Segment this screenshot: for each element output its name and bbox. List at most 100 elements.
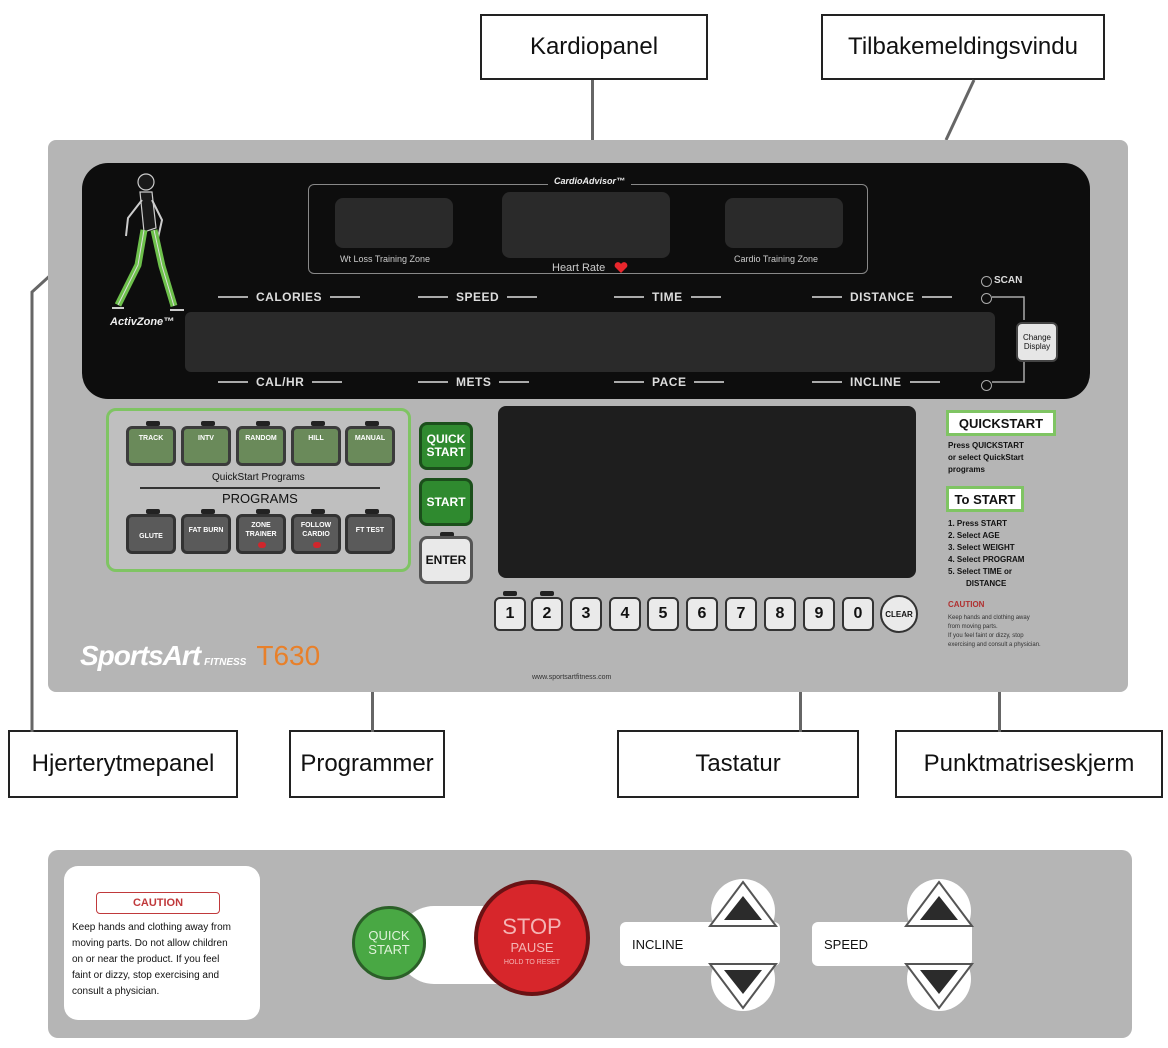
tostart-step-2: 2. Select AGE (948, 531, 1000, 540)
change-display-button[interactable]: Change Display (1016, 322, 1058, 362)
caution-small-line-3: If you feel faint or dizzy, stop (948, 633, 1024, 639)
dot-matrix-screen (498, 406, 916, 578)
heart-rate-label: Heart Rate (552, 262, 606, 274)
key-3[interactable]: 3 (570, 597, 602, 631)
label-calories: CALORIES (218, 290, 361, 304)
label-incline: INCLINE (812, 375, 940, 389)
scan-led-icon (981, 276, 992, 287)
caution-line-3: on or near the product. If you feel (72, 954, 220, 965)
cardio-zone-label: Cardio Training Zone (734, 254, 819, 264)
label-speed: SPEED (418, 290, 538, 304)
program-button-fat-burn[interactable]: FAT BURN (181, 509, 231, 554)
label-mets: METS (418, 375, 530, 389)
speed-down-button[interactable] (902, 944, 976, 1014)
callout-programmer: Programmer (289, 730, 445, 798)
main-readout-display (185, 312, 995, 372)
stop-label: STOP (502, 914, 562, 939)
caution-card (64, 866, 260, 1020)
caution-line-1: Keep hands and clothing away from (72, 922, 231, 933)
heart-icon (614, 262, 628, 273)
key-clear[interactable]: CLEAR (880, 595, 918, 633)
scan-label: SCAN (994, 275, 1023, 286)
program-button-glute[interactable]: GLUTE (126, 509, 176, 554)
stop-sub-label: HOLD TO RESET (503, 959, 561, 966)
stop-pause-button[interactable]: STOP PAUSE HOLD TO RESET (474, 880, 590, 996)
quickstart-programs-caption: QuickStart Programs (212, 472, 305, 483)
leader-tilbakemeldingsvindu (944, 79, 976, 141)
key-7[interactable]: 7 (725, 597, 757, 631)
program-button-intv[interactable]: INTV (181, 421, 231, 466)
quick-start-button[interactable]: QUICK START (419, 422, 473, 470)
program-button-zone-trainer[interactable]: ZONE TRAINER (236, 509, 286, 554)
leader-hjerterytmepanel (30, 270, 56, 732)
caution-small-title: CAUTION (948, 600, 985, 609)
callout-punktmatriseskjerm: Punktmatriseskjerm (895, 730, 1163, 798)
label-cal-hr: CAL/HR (218, 375, 343, 389)
brand-logo: SportsArt FITNESS T630 (80, 640, 320, 672)
caution-small-line-2: from moving parts. (948, 624, 998, 630)
key-0[interactable]: 0 (842, 597, 874, 631)
caution-line-5: consult a physician. (72, 986, 160, 997)
program-button-ft-test[interactable]: FT TEST (345, 509, 395, 554)
cardio-advisor-title: CardioAdvisor™ (548, 176, 632, 186)
pause-label: PAUSE (510, 940, 554, 955)
caution-line-4: faint or dizzy, stop exercising and (72, 970, 220, 981)
caution-small-line-1: Keep hands and clothing away (948, 615, 1030, 621)
brand-model: T630 (256, 640, 321, 671)
program-button-hill[interactable]: HILL (291, 421, 341, 466)
label-distance: DISTANCE (812, 290, 953, 304)
key-9[interactable]: 9 (803, 597, 835, 631)
wt-loss-zone-display (335, 198, 453, 248)
brand-name: SportsArt (80, 640, 201, 671)
cardio-zone-display (725, 198, 843, 248)
label-pace: PACE (614, 375, 725, 389)
runner-figure-icon (112, 173, 184, 311)
key-6[interactable]: 6 (686, 597, 718, 631)
key-8[interactable]: 8 (764, 597, 796, 631)
incline-down-button[interactable] (706, 944, 780, 1014)
key-2[interactable]: 2 (531, 597, 563, 631)
tostart-step-3: 3. Select WEIGHT (948, 543, 1015, 552)
leader-punktmatriseskjerm (998, 690, 1001, 732)
program-button-manual[interactable]: MANUAL (345, 421, 395, 466)
programs-divider (140, 487, 380, 489)
enter-button[interactable]: ENTER (419, 536, 473, 584)
start-button[interactable]: START (419, 478, 473, 526)
key-4[interactable]: 4 (609, 597, 641, 631)
quickstart-info-line-3: programs (948, 465, 985, 474)
key-5[interactable]: 5 (647, 597, 679, 631)
key-1[interactable]: 1 (494, 597, 526, 631)
leader-kardiopanel (591, 80, 594, 140)
quickstart-info-line-2: or select QuickStart (948, 453, 1024, 462)
label-time: TIME (614, 290, 721, 304)
tostart-info-title: To START (946, 486, 1024, 512)
led-bottom-icon (981, 380, 992, 391)
tostart-step-1: 1. Press START (948, 519, 1007, 528)
callout-tilbakemeldingsvindu: Tilbakemeldingsvindu (821, 14, 1105, 80)
speed-up-button[interactable] (902, 876, 976, 946)
program-button-random[interactable]: RANDOM (236, 421, 286, 466)
scan-bracket (992, 296, 1025, 383)
tostart-step-5: 5. Select TIME or (948, 567, 1013, 576)
quickstart-info-title: QUICKSTART (946, 410, 1056, 436)
program-button-track[interactable]: TRACK (126, 421, 176, 466)
leader-tastatur (799, 690, 802, 732)
caution-small-line-4: exercising and consult a physician. (948, 642, 1041, 648)
incline-up-button[interactable] (706, 876, 780, 946)
program-button-follow-cardio[interactable]: FOLLOW CARDIO (291, 509, 341, 554)
callout-tastatur: Tastatur (617, 730, 859, 798)
callout-hjerterytmepanel: Hjerterytmepanel (8, 730, 238, 798)
bottom-quick-start-button[interactable]: QUICK START (352, 906, 426, 980)
callout-kardiopanel: Kardiopanel (480, 14, 708, 80)
activzone-logo: ActivZone™ (110, 316, 175, 328)
programs-heading: PROGRAMS (222, 491, 298, 506)
key-1-led-icon (503, 591, 517, 596)
tostart-step-4: 4. Select PROGRAM (948, 555, 1025, 564)
wt-loss-zone-label: Wt Loss Training Zone (340, 254, 431, 264)
led-top-icon (981, 293, 992, 304)
caution-line-2: moving parts. Do not allow children (72, 938, 228, 949)
quickstart-info-line-1: Press QUICKSTART (948, 441, 1024, 450)
tostart-step-5-cont: DISTANCE (966, 579, 1007, 588)
brand-url: www.sportsartfitness.com (532, 674, 612, 681)
key-2-led-icon (540, 591, 554, 596)
